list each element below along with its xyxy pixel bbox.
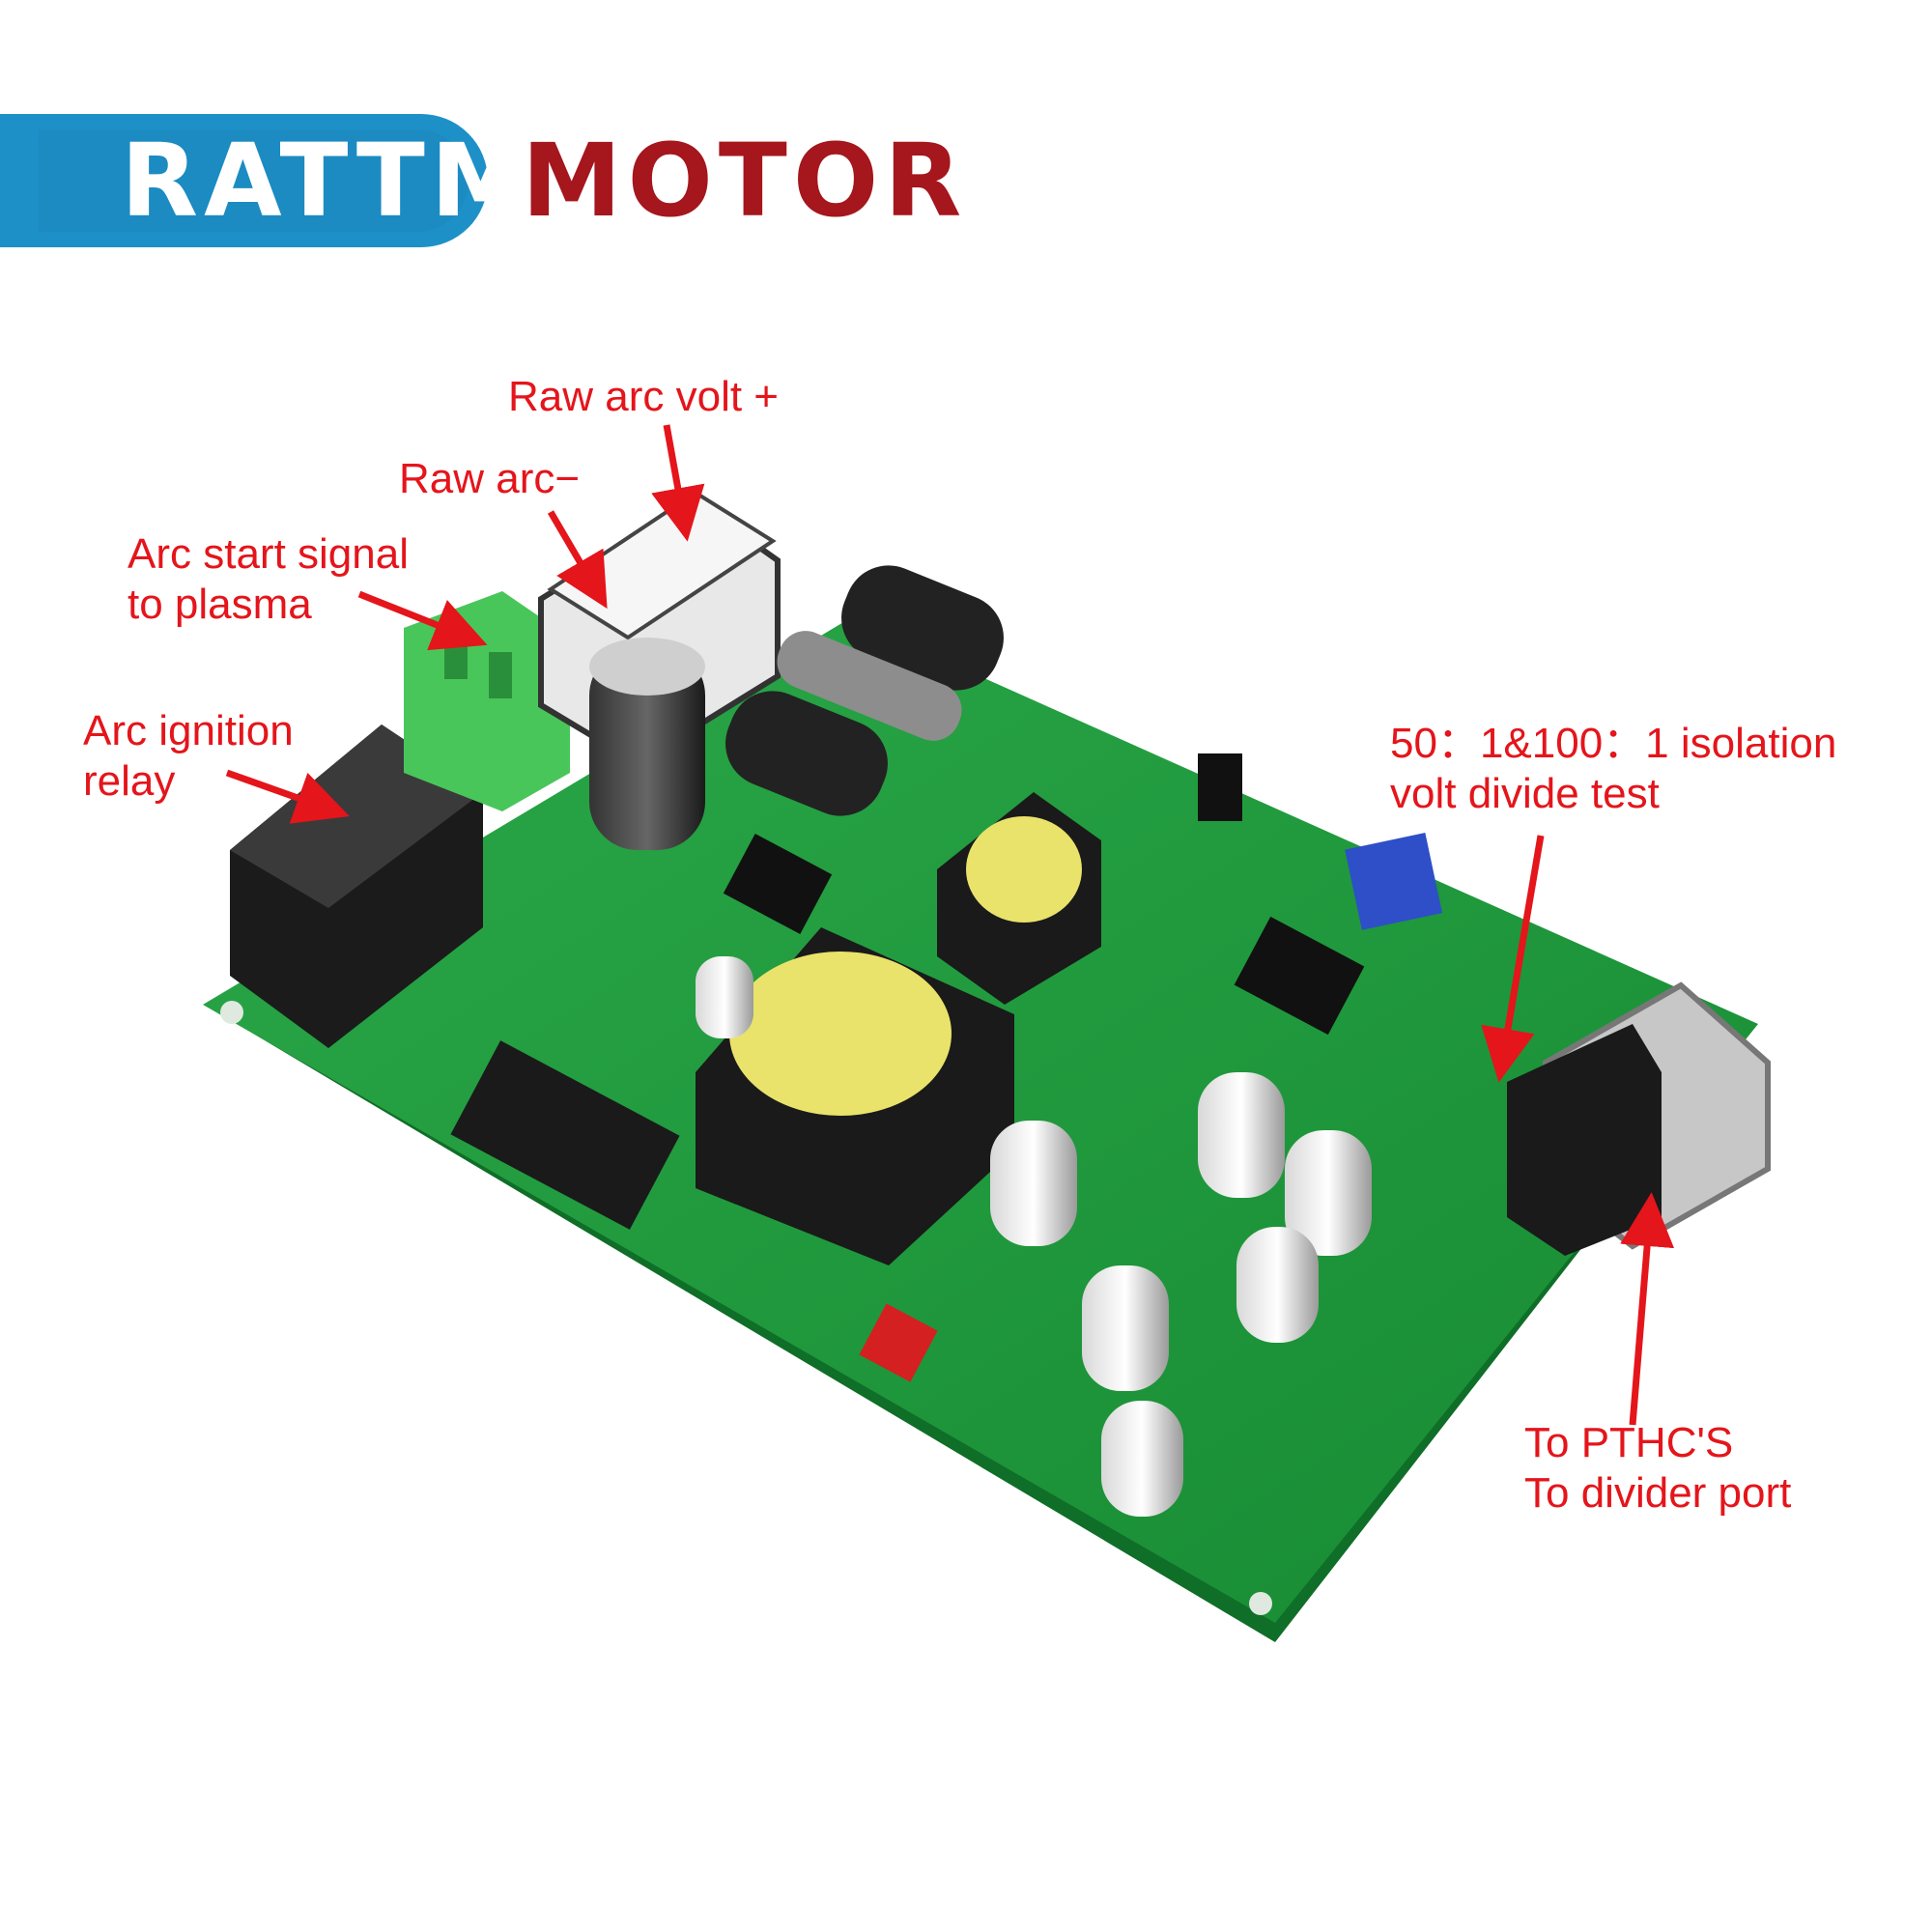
transformer-small-coil [966, 816, 1082, 923]
label-arc-start-line1: Arc start signal [128, 530, 409, 578]
label-pthc-line2: To divider port [1524, 1469, 1792, 1517]
label-arc-ignition-line1: Arc ignition [83, 707, 294, 754]
inductor [841, 565, 1004, 691]
label-arc-start-line2: to plasma [128, 581, 312, 628]
label-arc-ignition-line2: relay [83, 757, 176, 805]
logo-text-motor: MOTOR [522, 122, 968, 240]
logo-banner-inner [39, 129, 469, 232]
arrow-raw-arc-minus [547, 510, 608, 610]
ic-chip [723, 833, 833, 935]
capacitor-100 [1101, 1401, 1183, 1517]
capacitor-330 [1285, 1130, 1372, 1256]
arrow-isolation-test [1481, 835, 1545, 1083]
logo-text-rattm: RATTM [121, 122, 537, 240]
terminal-screw [444, 633, 468, 679]
mount-hole [1249, 1592, 1272, 1615]
arrow-raw-arc-volt-plus [651, 424, 705, 542]
capacitor-330 [1082, 1265, 1169, 1391]
arrow-arc-ignition [225, 769, 350, 824]
capacitor-330 [1198, 1072, 1285, 1198]
label-pthc-line1: To PTHC'S [1524, 1419, 1734, 1466]
capacitor-47 [696, 956, 753, 1038]
capacitor-1000uf-top [589, 638, 705, 696]
reset-button [859, 1303, 938, 1382]
label-raw-arc-minus: Raw arc− [399, 455, 581, 502]
jumper-header [1198, 753, 1242, 821]
capacitor-100 [1236, 1227, 1319, 1343]
ic-chip [1234, 916, 1365, 1036]
logo-banner [0, 114, 488, 247]
transformer-coil [729, 952, 952, 1116]
inductor [725, 691, 888, 816]
bridge-rectifier [450, 1040, 680, 1230]
mount-hole [220, 1001, 243, 1024]
label-isolation-line2: volt divide test [1390, 770, 1660, 817]
resistor-grey [777, 631, 962, 741]
label-isolation-line1: 50：1&100：1 isolation [1390, 720, 1837, 767]
capacitor-1000uf [589, 647, 705, 850]
label-raw-arc-volt-plus: Raw arc volt + [508, 373, 779, 420]
capacitor-330 [990, 1121, 1077, 1246]
capacitor-group [696, 956, 1372, 1517]
arrow-arc-start [357, 590, 488, 651]
arrow-pthc [1620, 1192, 1675, 1426]
terminal-screw [489, 652, 512, 698]
trimmer-pot [1345, 832, 1443, 930]
